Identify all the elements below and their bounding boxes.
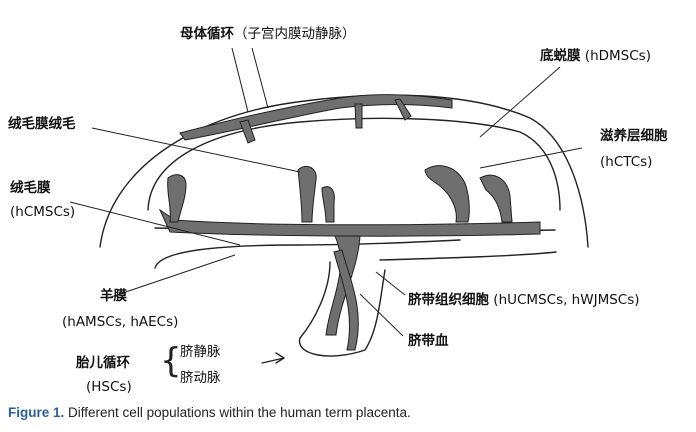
label-fetal-circulation: 胎儿循环 (HSCs) xyxy=(76,355,132,395)
label-trophoblast-abbr: (hCTCs) xyxy=(600,154,653,170)
label-maternal-circulation-title: 母体循环 xyxy=(180,26,234,42)
villus-right xyxy=(424,165,470,223)
label-umbilical-tissue-title: 脐带组织细胞 xyxy=(408,292,489,308)
placenta-inner-outline xyxy=(147,117,561,211)
label-amnion-title: 羊膜 xyxy=(100,288,127,304)
villus-center xyxy=(321,186,335,223)
label-chorion-title: 绒毛膜 xyxy=(10,180,51,196)
label-maternal-circulation-note: （子宫内膜动静脉） xyxy=(234,26,356,42)
label-umbilical-tissue: 脐带组织细胞 (hUCMSCs, hWJMSCs) xyxy=(408,292,640,308)
placenta-diagram xyxy=(69,47,589,364)
villus-left-middle xyxy=(297,165,317,223)
label-amnion-abbr: (hAMSCs, hAECs) xyxy=(62,314,179,330)
villus-left xyxy=(167,174,187,223)
label-fetal-circulation-abbr: (HSCs) xyxy=(86,379,132,395)
chorionic-vessel-band xyxy=(158,208,541,237)
pointer-decidua xyxy=(479,66,561,138)
umbilical-cord-outline xyxy=(298,261,386,357)
cord-artery xyxy=(333,249,359,351)
label-chorion-abbr: (hCMSCs) xyxy=(10,204,76,220)
pointer-trophoblast xyxy=(479,147,583,169)
pointer-villi xyxy=(91,127,301,173)
spiral-artery-right xyxy=(394,98,412,121)
label-trophoblast-title: 滋养层细胞 xyxy=(600,128,668,144)
pointer-maternal-2 xyxy=(251,47,269,109)
pointer-cord-blood xyxy=(359,293,404,337)
label-amnion: 羊膜 (hAMSCs, hAECs) xyxy=(62,288,178,330)
label-decidua-abbr: (hDMSCs) xyxy=(584,48,651,64)
label-chorion: 绒毛膜 (hCMSCs) xyxy=(10,180,75,220)
amnion-outline xyxy=(154,239,461,269)
maternal-vessel-band xyxy=(179,94,453,141)
label-umbilical-artery: 脐动脉 xyxy=(180,370,221,386)
fetal-circulation-brace: { xyxy=(160,341,182,381)
pointer-maternal xyxy=(231,47,249,113)
fetal-circulation-arrow xyxy=(261,352,285,364)
label-fetal-circulation-title: 胎儿循环 xyxy=(76,355,130,371)
villus-right-far xyxy=(479,174,513,223)
label-umbilical-tissue-abbr: (hUCMSCs, hWJMSCs) xyxy=(493,292,640,308)
figure-caption: Figure 1. Different cell populations wit… xyxy=(8,405,411,420)
label-villous-membrane: 绒毛膜绒毛 xyxy=(8,116,76,132)
spiral-artery-left xyxy=(239,119,256,144)
pointer-chorion xyxy=(69,201,241,246)
label-trophoblast: 滋养层细胞 (hCTCs) xyxy=(600,128,668,170)
label-maternal-circulation: 母体循环（子宫内膜动静脉） xyxy=(180,26,356,42)
caption-figure-number: Figure 1. xyxy=(8,405,65,420)
label-umbilical-vein: 脐静脉 xyxy=(180,344,221,360)
pointer-umbilical-tissue xyxy=(375,271,406,296)
spiral-artery-middle xyxy=(354,103,363,129)
label-decidua: 底蜕膜 (hDMSCs) xyxy=(540,48,651,64)
caption-text: Different cell populations within the hu… xyxy=(68,405,411,420)
amnion-right-outline xyxy=(379,251,557,261)
label-decidua-title: 底蜕膜 xyxy=(540,48,581,64)
pointer-amnion xyxy=(107,254,236,299)
label-cord-blood: 脐带血 xyxy=(408,333,449,349)
